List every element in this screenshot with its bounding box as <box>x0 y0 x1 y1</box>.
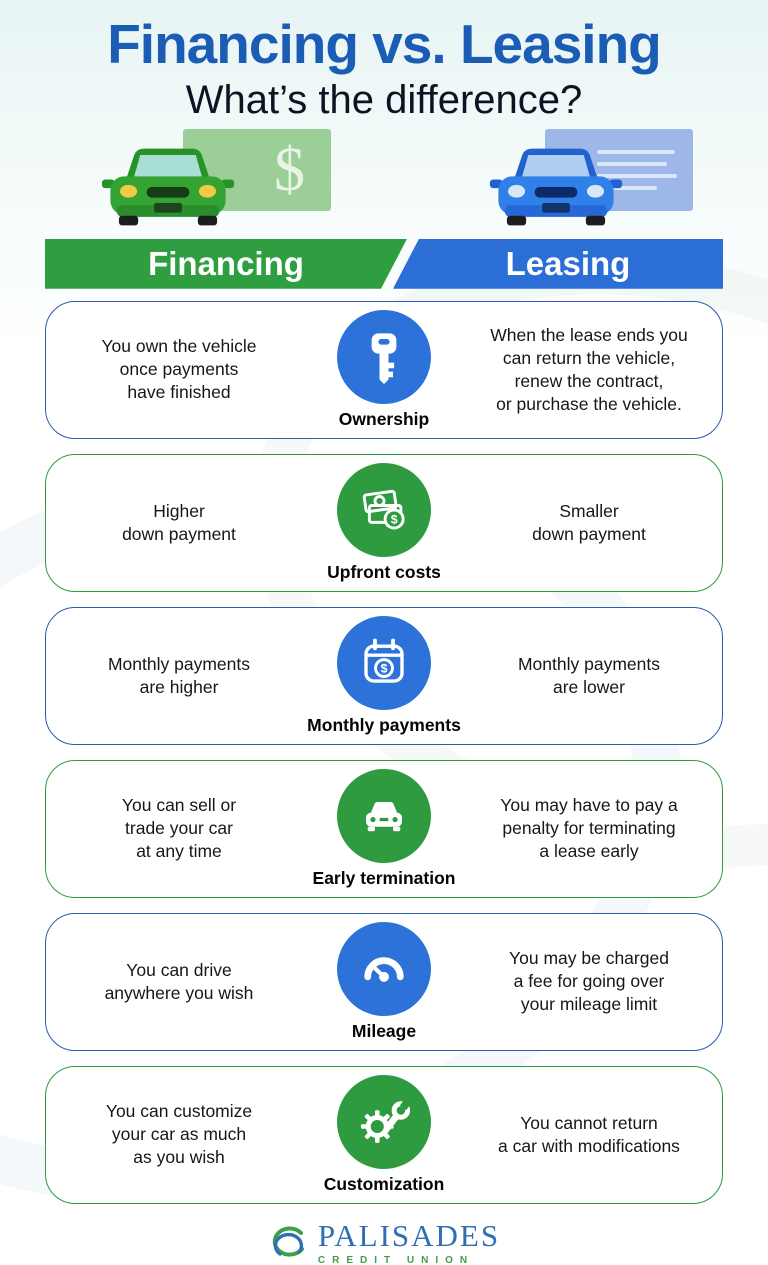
comparison-cards: You own the vehicle once payments have f… <box>0 300 768 1204</box>
leasing-text: Smaller down payment <box>532 500 646 544</box>
green-car-icon <box>101 148 235 226</box>
financing-text: You own the vehicle once payments have f… <box>101 336 257 403</box>
hero-illustrations: $ <box>0 128 768 235</box>
financing-banner-label: Financing <box>148 244 304 282</box>
dollar-sign: $ <box>274 135 305 204</box>
leasing-text: Monthly payments are lower <box>517 653 660 697</box>
icon-circle <box>337 921 431 1016</box>
financing-text: Higher down payment <box>122 500 236 544</box>
card-customization: You can customize your car as much as yo… <box>45 1065 723 1204</box>
center-column: Mileage <box>296 921 472 1042</box>
row-label: Ownership <box>338 408 430 429</box>
contract-line <box>597 173 677 178</box>
center-column: Customization <box>296 1074 472 1195</box>
speedometer-icon <box>364 956 404 982</box>
center-column: $ Monthly payments <box>296 615 472 736</box>
leasing-text: When the lease ends you can return the v… <box>490 324 688 414</box>
card-early-termination: You can sell or trade your car at any ti… <box>45 759 723 898</box>
key-icon <box>371 333 397 384</box>
leasing-banner: Leasing <box>393 238 723 289</box>
gear-wrench-icon <box>360 1098 411 1143</box>
financing-banner: Financing <box>45 239 407 289</box>
leasing-illustration <box>423 128 723 235</box>
card-monthly-payments: Monthly payments are higher $ Monthly pa… <box>45 606 723 745</box>
contract-line <box>597 149 675 154</box>
row-label: Customization <box>323 1173 445 1194</box>
leasing-banner-label: Leasing <box>505 244 631 282</box>
svg-text:$: $ <box>381 661 388 675</box>
center-column: $ Upfront costs <box>296 462 472 583</box>
contract-line <box>597 185 657 190</box>
leasing-text: You may have to pay a penalty for termin… <box>500 795 678 862</box>
center-column: Ownership <box>296 309 472 430</box>
brand-footer: PALISADES CREDIT UNION <box>0 1220 768 1265</box>
brand-subtitle: CREDIT UNION <box>317 1254 475 1265</box>
financing-illustration: $ <box>45 128 345 235</box>
cash-icon: $ <box>362 489 405 530</box>
page-title: Financing vs. Leasing <box>107 13 662 75</box>
center-column: Early termination <box>296 768 472 889</box>
brand-text: PALISADES CREDIT UNION <box>318 1220 500 1265</box>
palisades-logo-icon <box>272 1226 304 1257</box>
card-upfront-costs: Higher down payment $ Upfront costs <box>45 453 723 592</box>
icon-circle <box>337 309 431 404</box>
financing-text: You can drive anywhere you wish <box>104 959 254 1003</box>
card-mileage: You can drive anywhere you wish Mileage … <box>45 912 723 1051</box>
row-label: Early termination <box>312 867 456 888</box>
calendar-dollar-icon: $ <box>364 638 404 683</box>
row-label: Mileage <box>351 1020 417 1041</box>
card-ownership: You own the vehicle once payments have f… <box>45 300 723 439</box>
car-icon <box>366 801 402 831</box>
leasing-text: You cannot return a car with modificatio… <box>498 1112 680 1156</box>
icon-circle <box>337 768 431 863</box>
row-label: Monthly payments <box>307 714 461 735</box>
icon-circle <box>337 1074 431 1169</box>
page-subtitle: What’s the difference? <box>185 77 583 122</box>
svg-text:$: $ <box>391 512 398 526</box>
contract-line <box>597 161 667 166</box>
financing-text: Monthly payments are higher <box>107 653 250 697</box>
financing-text: You can customize your car as much as yo… <box>105 1101 253 1168</box>
leasing-text: You may be charged a fee for going over … <box>509 948 669 1015</box>
financing-text: You can sell or trade your car at any ti… <box>121 795 237 862</box>
comparison-banner: Financing Leasing <box>45 238 723 289</box>
row-label: Upfront costs <box>327 561 441 582</box>
brand-name: PALISADES <box>317 1217 501 1253</box>
blue-car-icon <box>489 148 623 226</box>
icon-circle: $ <box>337 462 431 557</box>
icon-circle: $ <box>337 615 431 710</box>
